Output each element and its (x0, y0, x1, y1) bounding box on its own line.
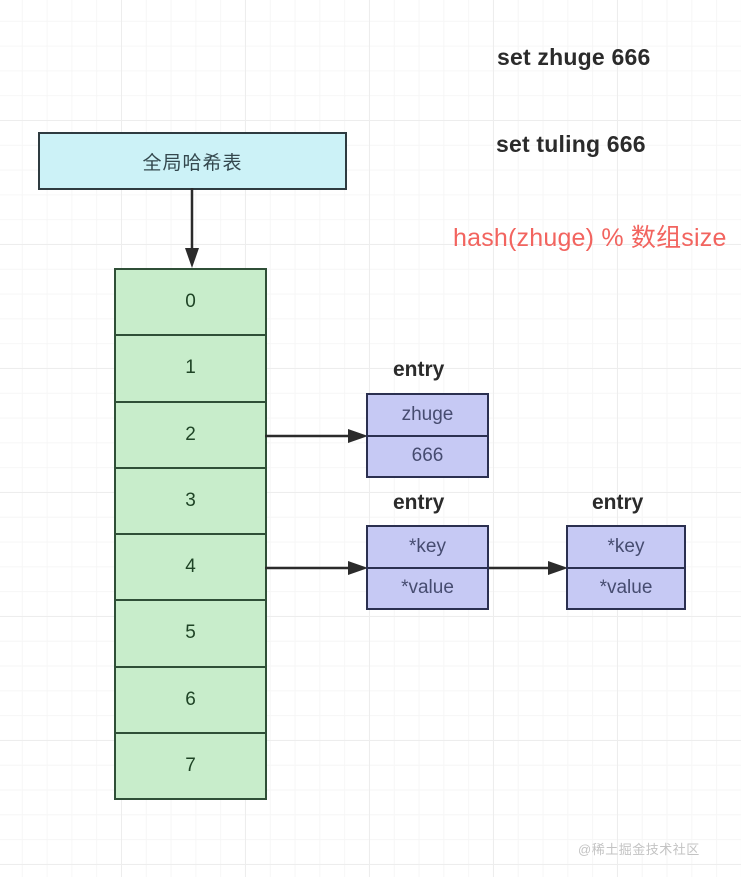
bucket-index-label: 7 (185, 754, 196, 776)
entry-2-row-1: *value (568, 569, 684, 609)
entry-0-row-1: 666 (368, 437, 487, 477)
entry-title-2: entry (592, 491, 644, 514)
entry-cell-text: *value (599, 577, 653, 599)
arrow-bucket4-to-entry (265, 561, 368, 575)
bucket-index-label: 1 (185, 357, 196, 379)
bucket-cell-6[interactable]: 6 (116, 667, 265, 734)
entry-title-1: entry (393, 491, 445, 514)
hash-bucket-array: 0 1 2 3 4 5 6 7 (114, 268, 267, 800)
bucket-index-label: 2 (185, 423, 196, 445)
global-hash-table-box: 全局哈希表 (38, 132, 347, 190)
bucket-cell-1[interactable]: 1 (116, 336, 265, 403)
bucket-index-label: 6 (185, 688, 196, 710)
bucket-cell-7[interactable]: 7 (116, 733, 265, 798)
arrow-bucket2-to-entry (265, 429, 368, 443)
arrow-table-to-array (185, 188, 199, 268)
entry-cell-text: 666 (411, 445, 444, 467)
bucket-index-label: 4 (185, 556, 196, 578)
bucket-cell-0[interactable]: 0 (116, 270, 265, 337)
entry-cell-text: *key (409, 535, 446, 557)
command-text-set-tuling: set tuling 666 (496, 131, 646, 157)
entry-0-row-0: zhuge (368, 395, 487, 437)
bucket-index-label: 5 (185, 622, 196, 644)
arrow-entry-to-entry (487, 561, 568, 575)
entry-box-2[interactable]: *key *value (566, 525, 686, 610)
watermark-text: @稀土掘金技术社区 (578, 842, 700, 857)
entry-cell-text: *value (401, 577, 454, 599)
entry-title-0: entry (393, 358, 445, 381)
hash-formula-text: hash(zhuge) % 数组size (453, 224, 727, 252)
entry-box-0[interactable]: zhuge 666 (366, 393, 489, 478)
entry-cell-text: zhuge (401, 403, 454, 425)
global-hash-table-label: 全局哈希表 (142, 152, 243, 174)
bucket-index-label: 0 (185, 291, 196, 313)
bucket-cell-2[interactable]: 2 (116, 402, 265, 469)
entry-1-row-0: *key (368, 527, 487, 569)
bucket-cell-4[interactable]: 4 (116, 535, 265, 602)
entry-2-row-0: *key (568, 527, 684, 569)
entry-box-1[interactable]: *key *value (366, 525, 489, 610)
entry-1-row-1: *value (368, 569, 487, 609)
command-text-set-zhuge: set zhuge 666 (497, 44, 651, 70)
bucket-index-label: 3 (185, 489, 196, 511)
bucket-cell-3[interactable]: 3 (116, 468, 265, 535)
entry-cell-text: *key (607, 535, 645, 557)
bucket-cell-5[interactable]: 5 (116, 601, 265, 668)
